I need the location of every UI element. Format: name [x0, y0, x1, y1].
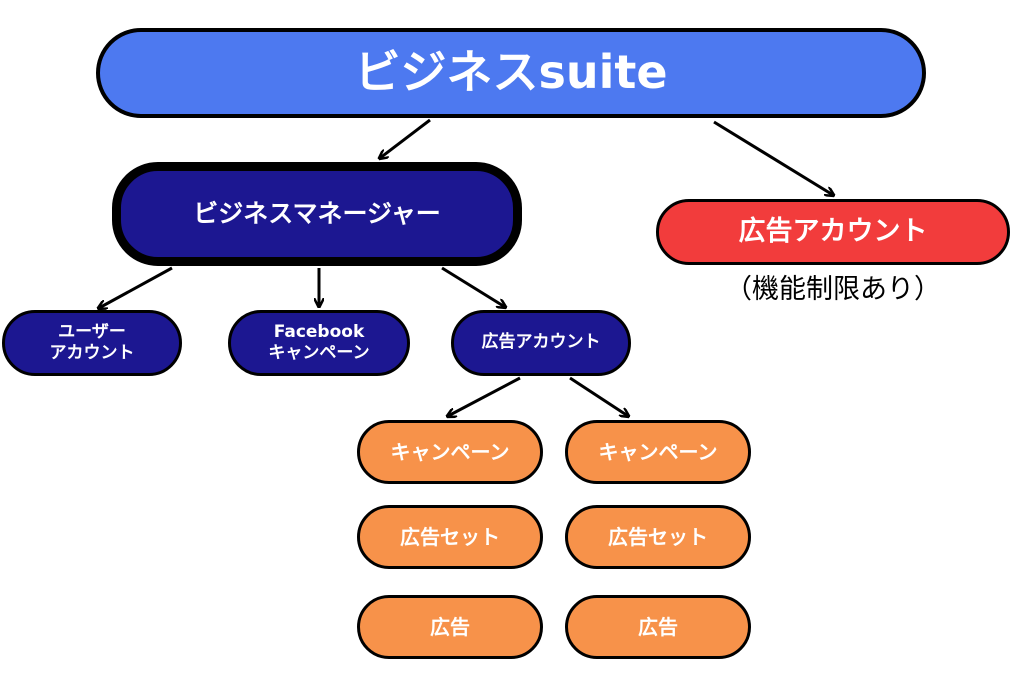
ad-account-limited-node: 広告アカウント: [656, 199, 1010, 265]
arrow-ad-account-to-campaign-left: [448, 376, 521, 416]
ad-account-node: 広告アカウント: [451, 310, 631, 376]
arrow-ad-account-to-campaign-right: [569, 376, 628, 416]
ad-set-node-left: 広告セット: [357, 505, 543, 569]
limited-function-note: （機能制限あり）: [725, 274, 941, 305]
user-account-node: ユーザー アカウント: [2, 310, 182, 376]
ad-node-left: 広告: [357, 595, 543, 659]
ad-set-node-right: 広告セット: [565, 505, 751, 569]
business-suite-node: ビジネスsuite: [96, 28, 926, 118]
facebook-campaign-node: Facebook キャンペーン: [228, 310, 410, 376]
arrow-root-to-ad-account-right: [713, 120, 833, 195]
arrow-bm-to-user-account: [99, 266, 173, 308]
business-manager-node: ビジネスマネージャー: [112, 162, 522, 266]
ad-node-right: 広告: [565, 595, 751, 659]
campaign-node-left: キャンペーン: [357, 420, 543, 484]
campaign-node-right: キャンペーン: [565, 420, 751, 484]
arrow-root-to-business-manager: [380, 118, 431, 158]
arrow-bm-to-ad-account: [441, 266, 505, 307]
